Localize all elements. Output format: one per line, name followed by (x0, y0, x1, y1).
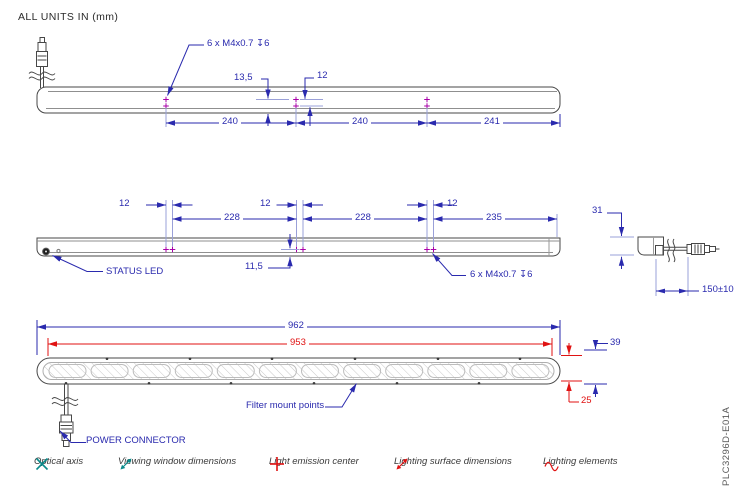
front-thread-callout: 6 x M4x0.7 ↧6 (470, 269, 533, 280)
power-connector-label: POWER CONNECTOR (86, 435, 186, 446)
legend-label: Light emission center (269, 456, 359, 467)
front-dim-12-a: 12 (119, 198, 130, 209)
units-note: ALL UNITS IN (mm) (18, 11, 119, 23)
legend-label: Optical axis (34, 456, 84, 467)
legend-item-light-emission: Light emission center (269, 456, 359, 471)
legend-label: Lighting elements (543, 456, 618, 467)
bottom-dim-962: 962 (285, 320, 307, 332)
legend-label: Lighting surface dimensions (394, 456, 512, 467)
front-view-drawing (36, 200, 561, 276)
filter-mount-point-dots (64, 357, 522, 385)
top-dim-13-5: 13,5 (234, 72, 253, 83)
lighting-elements (48, 364, 550, 378)
top-dim-12: 12 (317, 70, 328, 81)
front-dim-12-c: 12 (447, 198, 458, 209)
legend-item-viewing-window: Viewing window dimensions (118, 456, 237, 470)
light-emission-center-icon (270, 457, 284, 471)
lighting-surface (42, 362, 555, 380)
legend-label: Viewing window dimensions (118, 456, 237, 467)
status-led-label: STATUS LED (106, 266, 164, 277)
front-dim-12-b: 12 (260, 198, 271, 209)
bottom-dim-25: 25 (581, 395, 592, 406)
legend-item-optical-axis: Optical axis (34, 456, 84, 471)
front-dim-228-b: 228 (352, 212, 374, 224)
lighting-elements-icon (544, 461, 559, 472)
side-view-drawing (607, 212, 720, 296)
top-thread-callout: 6 x M4x0.7 ↧6 (207, 38, 270, 49)
side-dim-31: 31 (592, 205, 603, 216)
legend-item-lighting-surface: Lighting surface dimensions (394, 456, 512, 470)
part-number: PLC3296D-E01A (721, 406, 732, 486)
top-dim-240-b: 240 (349, 116, 371, 128)
filter-mount-points-label: Filter mount points (246, 400, 325, 411)
front-dim-11-5: 11,5 (245, 261, 263, 272)
side-dim-150: 150±10 (702, 284, 734, 295)
bottom-dim-39: 39 (610, 337, 621, 348)
lighting-surface-dimensions-icon (396, 458, 408, 470)
front-dim-228-a: 228 (221, 212, 243, 224)
legend-item-lighting-elements: Lighting elements (543, 456, 618, 472)
bottom-view-drawing (36, 320, 608, 447)
bottom-dim-953: 953 (287, 337, 309, 349)
top-dim-241: 241 (481, 116, 503, 128)
front-dim-235: 235 (483, 212, 505, 224)
optical-axis-icon (35, 457, 49, 471)
viewing-window-dimensions-icon (120, 458, 132, 470)
mount-point-crosses-top (163, 96, 430, 109)
top-dim-240-a: 240 (219, 116, 241, 128)
top-view-drawing (28, 37, 561, 127)
